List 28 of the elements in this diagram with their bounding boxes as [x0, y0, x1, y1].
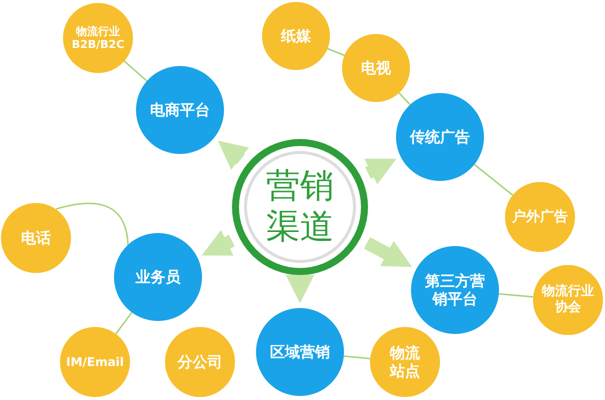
arrow [286, 274, 314, 304]
node-label: 传统广告 [408, 128, 471, 146]
node-label: 纸媒 [280, 27, 312, 45]
connector-line [56, 202, 129, 246]
node-label: 区域营销 [269, 343, 331, 361]
arrow [202, 230, 235, 256]
node-label: 电商平台 [149, 101, 211, 119]
connector-line [398, 92, 411, 106]
node-label: 物流站点 [388, 344, 421, 380]
node-label: 物流行业协会 [540, 284, 595, 316]
connector-line [327, 48, 345, 56]
node-label: 户外广告 [511, 208, 569, 226]
node-label: 物流行业 B2B/B2C [70, 24, 126, 52]
connector-line [498, 293, 534, 298]
node-label: 第三方营销平台 [424, 272, 486, 308]
arrow [218, 140, 250, 170]
connector-line [474, 164, 514, 196]
arrow [364, 237, 412, 267]
arrow [364, 158, 396, 184]
node-label: 营销渠道 [265, 166, 335, 248]
node-label: IM/Email [65, 354, 125, 370]
node-label: 电话 [20, 229, 52, 247]
connector-line [115, 312, 132, 334]
node-label: 分公司 [176, 353, 224, 371]
connector-line [344, 355, 370, 360]
node-label: 电视 [360, 59, 392, 77]
node-label: 业务员 [134, 268, 182, 286]
connector-line [124, 60, 148, 82]
